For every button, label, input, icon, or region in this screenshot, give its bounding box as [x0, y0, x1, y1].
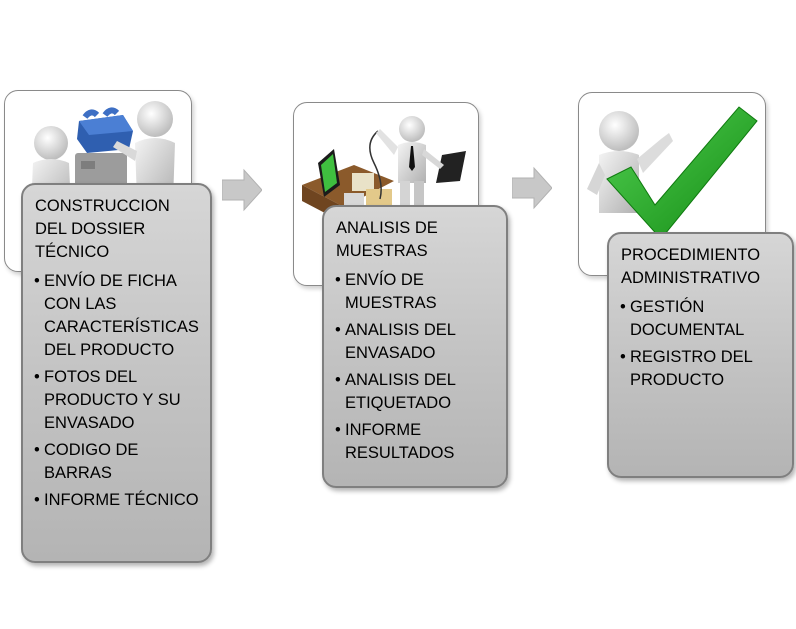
- step-2-title: ANALISIS DE MUESTRAS: [336, 219, 438, 260]
- step-3-item: GESTIÓN DOCUMENTAL: [620, 296, 782, 342]
- step-1-item: CODIGO DE BARRAS: [34, 439, 200, 485]
- flow-arrow-1-icon: [222, 168, 262, 212]
- step-2-item: INFORME RESULTADOS: [335, 419, 496, 465]
- step-3-title: PROCEDIMIENTO ADMINISTRATIVO: [621, 246, 761, 287]
- step-2-item: ANALISIS DEL ETIQUETADO: [335, 369, 496, 415]
- step-2-item: ANALISIS DEL ENVASADO: [335, 319, 496, 365]
- step-1-item: FOTOS DEL PRODUCTO Y SU ENVASADO: [34, 366, 200, 435]
- step-1-item: INFORME TÉCNICO: [34, 489, 200, 512]
- figure-with-devices-icon: [302, 116, 466, 223]
- step-3-list: GESTIÓN DOCUMENTAL REGISTRO DEL PRODUCTO: [620, 296, 782, 392]
- step-1-list: ENVÍO DE FICHA CON LAS CARACTERÍSTICAS D…: [34, 270, 200, 512]
- step-1-title: CONSTRUCCION DEL DOSSIER TÉCNICO: [35, 197, 170, 261]
- step-3-item: REGISTRO DEL PRODUCTO: [620, 346, 782, 392]
- step-1-item: ENVÍO DE FICHA CON LAS CARACTERÍSTICAS D…: [34, 270, 200, 362]
- step-2-list: ENVÍO DE MUESTRAS ANALISIS DEL ENVASADO …: [335, 269, 496, 465]
- flow-arrow-2-icon: [512, 166, 552, 210]
- step-2-item: ENVÍO DE MUESTRAS: [335, 269, 496, 315]
- step-1-card: CONSTRUCCION DEL DOSSIER TÉCNICO ENVÍO D…: [21, 183, 212, 563]
- step-3-card: PROCEDIMIENTO ADMINISTRATIVO GESTIÓN DOC…: [607, 232, 794, 478]
- figure-with-checkmark-icon: [587, 106, 758, 240]
- step-1-image-frame: [4, 90, 192, 272]
- step-2-card: ANALISIS DE MUESTRAS ENVÍO DE MUESTRAS A…: [322, 205, 508, 488]
